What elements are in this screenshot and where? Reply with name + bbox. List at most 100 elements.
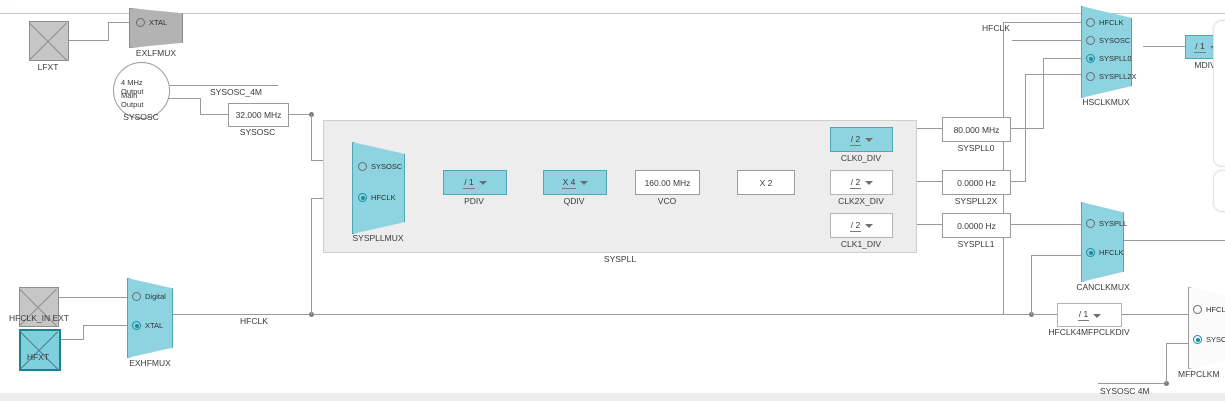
radio-icon[interactable] [358, 193, 367, 202]
mfpclkmux-body [1188, 287, 1225, 369]
chevron-down-icon[interactable] [865, 224, 874, 228]
radio-icon[interactable] [1086, 36, 1095, 45]
mux-exlfmux[interactable]: XTAL [129, 8, 183, 48]
mux-mfpclkmux-label: MFPCLKM [1178, 369, 1220, 379]
wire-syspll2x-c [1025, 74, 1081, 75]
wire-hfxt-b [83, 325, 84, 340]
source-lfxt-label: LFXT [37, 62, 59, 72]
radio-icon[interactable] [1193, 335, 1202, 344]
wire-syspll0-a [1009, 128, 1043, 129]
group-syspll [323, 120, 917, 253]
radio-icon[interactable] [1086, 18, 1095, 27]
value-sysosc: 32.000 MHz [228, 103, 289, 127]
junction-sysosc4m-bottom [1164, 381, 1169, 386]
net-label-hfclk-top: HFCLK [982, 23, 1010, 33]
mux-hsclkmux-label: HSCLKMUX [1082, 97, 1130, 107]
mux-hsclkmux-port-hfclk[interactable]: HFCLK [1086, 18, 1124, 27]
wire-hsclkmux-mdiv [1143, 46, 1185, 47]
source-lfxt[interactable] [29, 21, 69, 61]
mux-mfpclkmux-port-hfclk-label: HFCL [1206, 305, 1225, 314]
mux-mfpclkmux[interactable]: HFCL SYSOS [1188, 287, 1225, 369]
source-hfxt-label: HFXT [26, 352, 50, 362]
divider-pdiv[interactable]: / 1 [443, 170, 507, 195]
mux-syspllmux-port-sysosc[interactable]: SYSOSC [358, 162, 402, 171]
divider-qdiv-value: X 4 [561, 176, 577, 189]
radio-icon[interactable] [136, 18, 145, 27]
oscillator-sysosc[interactable] [113, 62, 170, 119]
divider-hfclk4mfpclkdiv[interactable]: / 1 [1057, 303, 1122, 327]
radio-icon[interactable] [1086, 248, 1095, 257]
source-hfclk-in-ext[interactable] [19, 287, 59, 327]
source-hfxt[interactable] [19, 329, 61, 371]
mux-syspllmux-port-hfclk[interactable]: HFCLK [358, 193, 396, 202]
chevron-down-icon[interactable] [478, 181, 487, 185]
mux-hsclkmux-port-syspll0-label: SYSPLL0 [1099, 54, 1132, 63]
mux-exhfmux-port-digital[interactable]: Digital [132, 292, 166, 301]
mux-exhfmux-port-xtal-label: XTAL [145, 321, 164, 330]
mux-exhfmux-port-xtal[interactable]: XTAL [132, 321, 163, 330]
wire-syspll2x-a [1009, 181, 1025, 182]
mux-hsclkmux[interactable]: HFCLK SYSOSC SYSPLL0 SYSPLL2X [1081, 6, 1137, 98]
radio-icon[interactable] [358, 162, 367, 171]
mux-hsclkmux-port-sysosc[interactable]: SYSOSC [1086, 36, 1130, 45]
oscillator-sysosc-label: SYSOSC [123, 112, 159, 122]
wire-sysosc4m-bottom [1098, 383, 1166, 384]
mux-syspllmux[interactable]: SYSOSC HFCLK [352, 142, 405, 234]
wire-syspll0-c [1043, 58, 1081, 59]
clipped-toolbar-ghost: · · [4, 2, 17, 9]
radio-icon[interactable] [1086, 54, 1095, 63]
mux-canclkmux-port-hfclk[interactable]: HFCLK [1086, 248, 1124, 257]
value-vco-label: VCO [657, 196, 677, 206]
radio-icon[interactable] [132, 292, 141, 301]
wire-hfclk-up [311, 198, 312, 315]
divider-mdiv-value: / 1 [1194, 41, 1206, 53]
exhfmux-body [127, 278, 173, 358]
wire-lfxt-exlfmux-a [68, 40, 108, 41]
mux-exhfmux-label: EXHFMUX [129, 358, 171, 368]
divider-qdiv[interactable]: X 4 [543, 170, 607, 195]
exlfmux-port-xtal[interactable]: XTAL [136, 18, 167, 27]
radio-icon[interactable] [1086, 219, 1095, 228]
exlfmux-port-xtal-label: XTAL [149, 18, 168, 27]
mux-canclkmux-port-syspll[interactable]: SYSPLL [1086, 219, 1127, 228]
wire-canclkmux-out [1122, 240, 1225, 241]
source-hfclk-in-ext-label: HFCLK_IN EXT [9, 313, 69, 323]
mux-hsclkmux-port-syspll0[interactable]: SYSPLL0 [1086, 54, 1132, 63]
radio-icon[interactable] [1193, 305, 1202, 314]
mux-hsclkmux-port-syspll2x-label: SYSPLL2X [1099, 72, 1137, 81]
wire-sysosc-down [311, 114, 312, 160]
right-panel-clipped-1[interactable] [1213, 20, 1225, 167]
mux-exhfmux-port-digital-label: Digital [145, 292, 166, 301]
chevron-down-icon[interactable] [865, 138, 874, 142]
mux-canclkmux[interactable]: SYSPLL HFCLK [1081, 202, 1127, 282]
chevron-down-icon[interactable] [1093, 313, 1102, 318]
mux-hsclkmux-port-sysosc-label: SYSOSC [1099, 36, 1131, 45]
mux-mfpclkmux-port-sysosc[interactable]: SYSOS [1193, 335, 1225, 344]
sysosc-4mhz-output-text: 4 MHz Output [121, 78, 144, 96]
wire-hfclk-to-hsclkmux-h [1003, 22, 1081, 23]
right-panel-clipped-2[interactable] [1213, 170, 1225, 212]
value-syspll2x: 0.0000 Hz [942, 170, 1011, 195]
mux-hsclkmux-port-syspll2x[interactable]: SYSPLL2X [1086, 72, 1137, 81]
chevron-down-icon[interactable] [580, 181, 589, 185]
mux-hsclkmux-port-hfclk-label: HFCLK [1099, 18, 1124, 27]
wire-hfclk-canclk-h [1031, 255, 1081, 256]
mux-syspllmux-port-sysosc-label: SYSOSC [371, 162, 403, 171]
divider-clk0-div[interactable]: / 2 [830, 127, 893, 152]
radio-icon[interactable] [132, 321, 141, 330]
bottom-frame-band [0, 393, 1225, 401]
wire-sysosc-hsclk-h [1012, 40, 1081, 41]
divider-clk1-div-value: / 2 [849, 219, 862, 232]
mux-exhfmux[interactable]: Digital XTAL [127, 278, 173, 358]
wire-hfclk-bus [185, 314, 1031, 315]
chevron-down-icon[interactable] [865, 181, 874, 185]
divider-clk0-div-value: / 2 [849, 133, 862, 146]
sysosc-main-output-text: Main Output [121, 91, 144, 109]
value-syspll0: 80.000 MHz [942, 117, 1011, 142]
divider-clk2x-div[interactable]: / 2 [830, 170, 893, 195]
mux-mfpclkmux-port-hfclk[interactable]: HFCL [1193, 305, 1225, 314]
divider-clk1-div[interactable]: / 2 [830, 213, 893, 238]
radio-icon[interactable] [1086, 72, 1095, 81]
canclkmux-body [1081, 202, 1124, 282]
